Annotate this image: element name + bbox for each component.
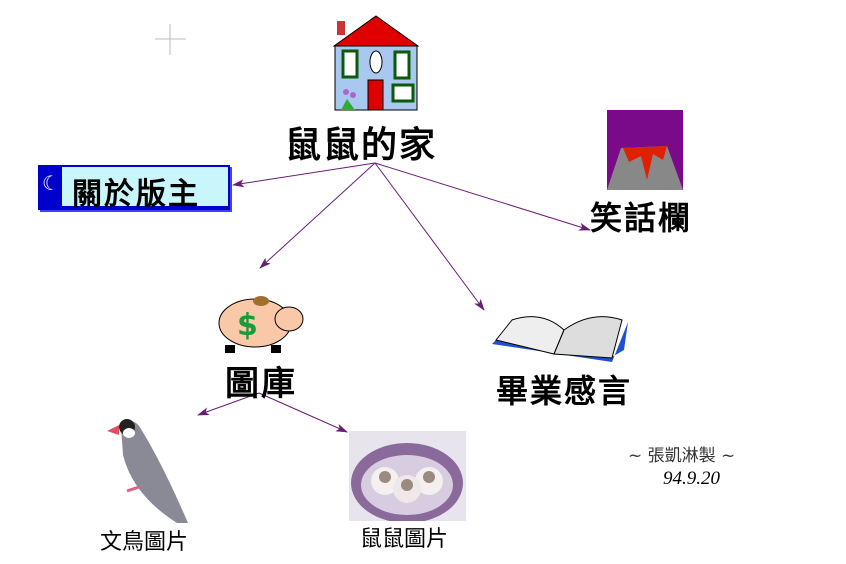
arrow-to-jokes — [374, 162, 591, 231]
home-title[interactable]: 鼠鼠的家 — [285, 125, 438, 166]
bird-link[interactable] — [103, 415, 193, 525]
open-book-icon — [492, 316, 628, 362]
hamster-photo — [349, 431, 466, 521]
gallery-link[interactable]: $ — [215, 293, 305, 355]
about-label: 關於版主 — [72, 177, 200, 212]
credit-date: 94.9.20 — [663, 468, 720, 489]
hamster-link[interactable] — [349, 431, 466, 521]
piggy-bank-icon: $ — [218, 296, 304, 353]
arrow-to-hamster — [258, 392, 348, 433]
moon-icon: ☾ — [42, 171, 60, 195]
volcano-icon — [607, 110, 683, 190]
gallery-label[interactable]: 圖庫 — [225, 364, 297, 404]
svg-text:$: $ — [237, 308, 258, 343]
author-credit: ~ 張凱淋製 ~ — [628, 446, 736, 466]
about-button[interactable]: ☾ 關於版主 — [38, 165, 230, 212]
bird-icon — [107, 419, 188, 523]
graduation-label[interactable]: 畢業感言 — [496, 372, 633, 410]
bird-pics-label[interactable]: 文鳥圖片 — [100, 530, 189, 555]
arrow-to-about — [232, 162, 376, 188]
house-icon — [333, 15, 419, 111]
arrow-to-gallery — [259, 162, 376, 269]
hamster-pics-label[interactable]: 鼠鼠圖片 — [360, 527, 449, 552]
arrow-to-graduation — [374, 162, 485, 311]
graduation-link[interactable] — [492, 310, 632, 364]
crosshair-icon — [155, 24, 186, 55]
jokes-label[interactable]: 笑話欄 — [590, 199, 693, 237]
arrow-to-bird — [197, 392, 260, 416]
home-link[interactable] — [333, 15, 419, 111]
jokes-link[interactable] — [607, 110, 683, 190]
